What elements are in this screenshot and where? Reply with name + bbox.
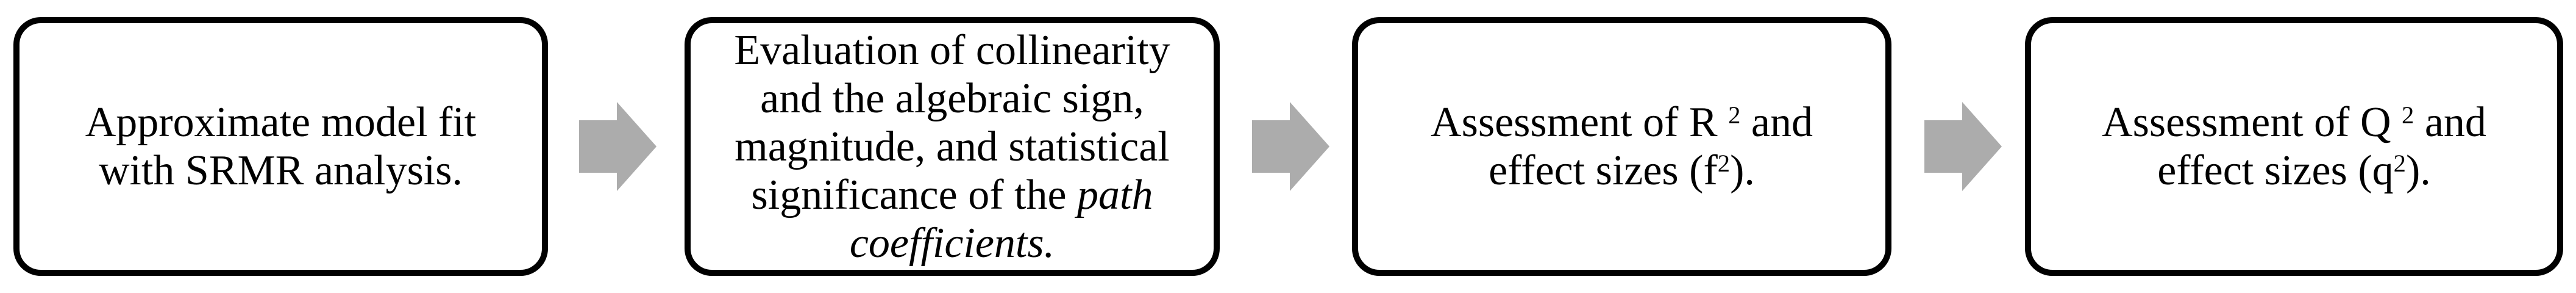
- text-segment: ).: [2405, 147, 2431, 194]
- text-line: significance of the path: [734, 171, 1170, 219]
- superscript: 2: [2402, 101, 2414, 129]
- text-segment: Assessment of R: [1431, 99, 1729, 146]
- text-line: Evaluation of collinearity: [734, 26, 1170, 74]
- text-segment: and: [1740, 99, 1813, 146]
- text-segment: path: [1077, 171, 1153, 219]
- right-arrow-shape: [1252, 102, 1329, 191]
- text-segment: with SRMR analysis.: [98, 147, 463, 194]
- text-line: and the algebraic sign,: [734, 74, 1170, 123]
- right-arrow-icon: [1252, 102, 1329, 191]
- text-line: coefficients.: [734, 219, 1170, 267]
- text-segment: significance of the: [751, 171, 1078, 219]
- text-line: effect sizes (f2).: [1431, 146, 1813, 195]
- text-segment: and: [2414, 99, 2486, 146]
- text-line: effect sizes (q2).: [2102, 146, 2486, 195]
- text-segment: Approximate model fit: [85, 99, 477, 146]
- text-line: magnitude, and statistical: [734, 123, 1170, 171]
- superscript: 2: [2393, 149, 2406, 177]
- superscript: 2: [1728, 101, 1741, 129]
- text-segment: ).: [1730, 147, 1755, 194]
- text-segment: magnitude, and statistical: [735, 123, 1170, 170]
- text-segment: coefficients.: [849, 219, 1055, 267]
- text-segment: effect sizes (f: [1489, 147, 1718, 194]
- right-arrow-shape: [1924, 102, 2002, 191]
- text-segment: Evaluation of collinearity: [734, 26, 1170, 74]
- superscript: 2: [1717, 149, 1731, 177]
- text-line: Assessment of Q 2 and: [2102, 98, 2486, 146]
- text-segment: and the algebraic sign,: [760, 74, 1144, 122]
- right-arrow-shape: [579, 102, 656, 191]
- text-segment: Assessment of Q: [2102, 99, 2402, 146]
- text-line: Assessment of R 2 and: [1431, 98, 1813, 146]
- text-line: with SRMR analysis.: [85, 146, 477, 195]
- text-line: Approximate model fit: [85, 98, 477, 146]
- text-segment: effect sizes (q: [2157, 147, 2394, 194]
- right-arrow-icon: [1924, 102, 2002, 191]
- right-arrow-icon: [579, 102, 656, 191]
